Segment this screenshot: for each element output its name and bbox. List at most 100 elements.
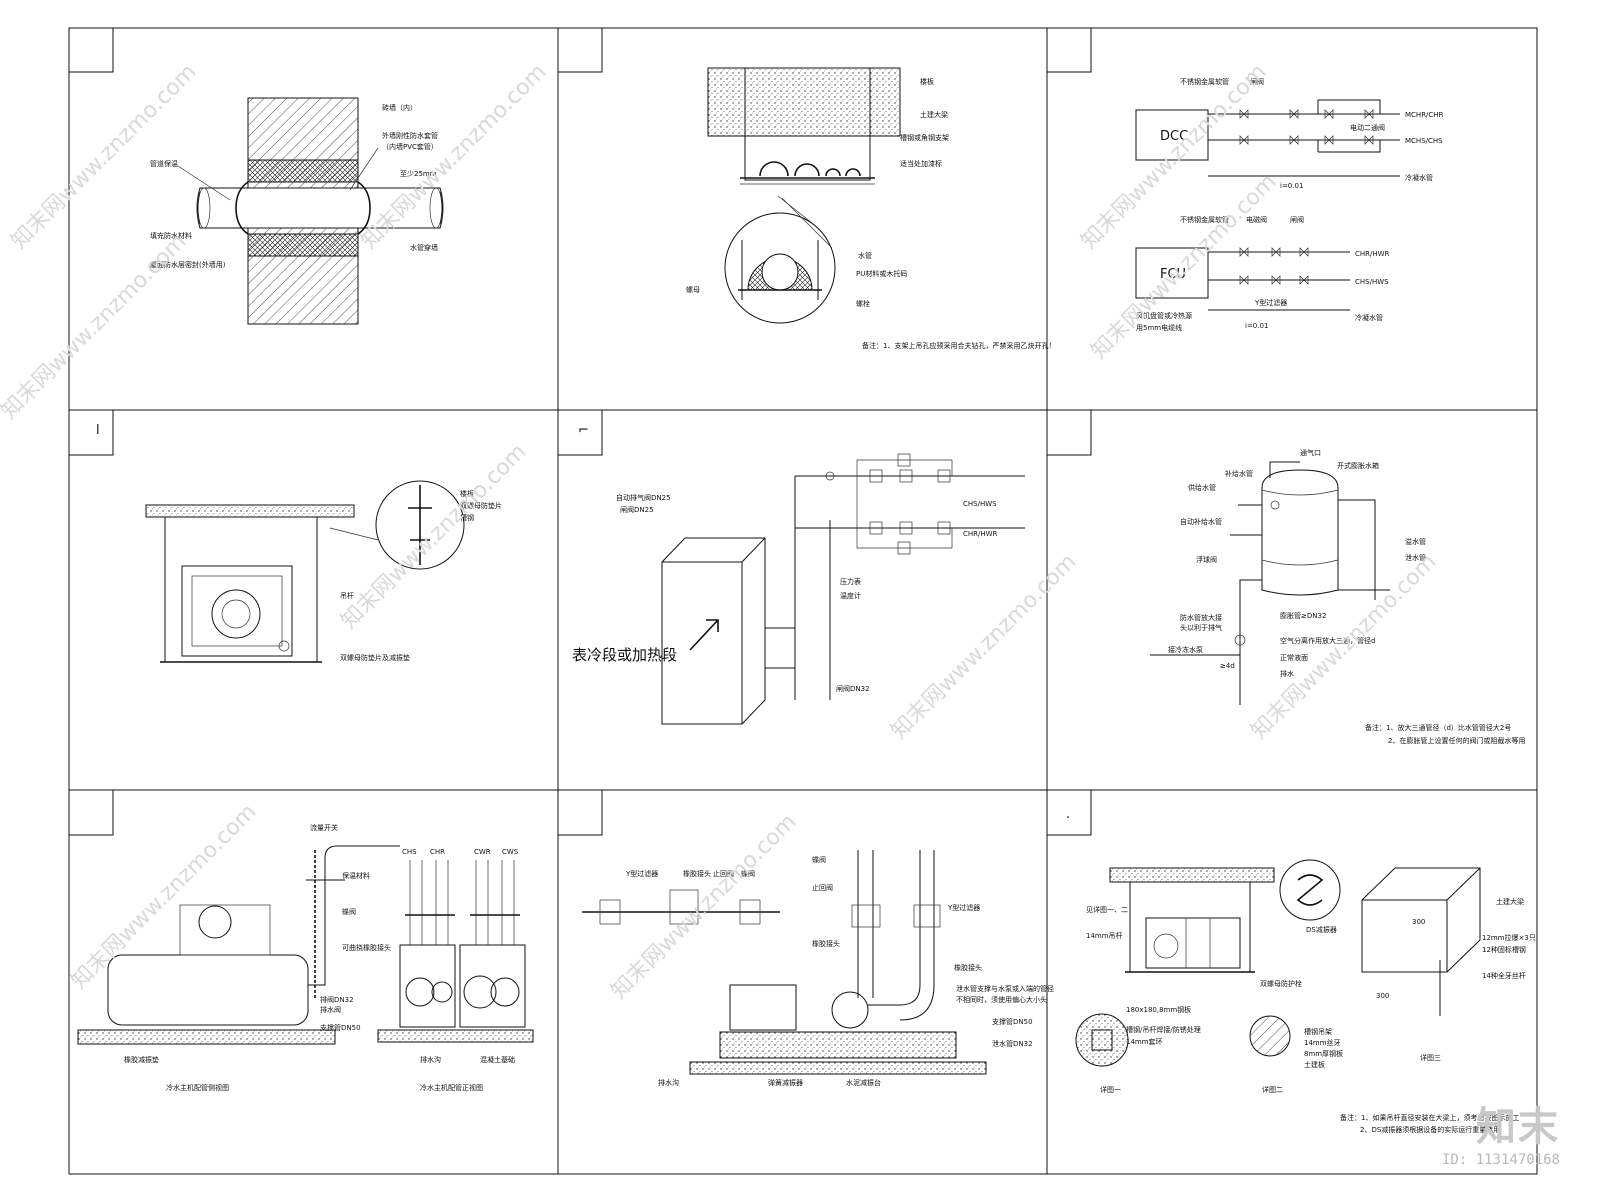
label: 弹簧减振器 — [768, 1078, 803, 1087]
note: 备注：1、支架上吊孔应预采用合夫钻孔，严禁采用乙炔开孔！ — [862, 341, 1055, 350]
watermark: 知末网www.znzmo.com — [887, 549, 1082, 744]
label: 空气分离作用放大三通，管径d — [1280, 636, 1375, 645]
label: 土建大梁 — [920, 110, 948, 119]
watermark: 知末网www.znzmo.com — [357, 59, 552, 254]
note: 备注：1、放大三通管径（d）比水管管径大2号 — [1365, 723, 1511, 732]
sheet-border — [68, 27, 1538, 1175]
label: 闸阀 — [1290, 215, 1304, 224]
label: 螺栓 — [856, 299, 870, 308]
label: 支撑管DN50 — [320, 1023, 361, 1032]
pipe-tag: CWS — [502, 848, 519, 856]
label: 止回阀 — [812, 883, 833, 892]
pipe-tag: CHR — [430, 848, 445, 856]
label: 8mm厚钢板 — [1304, 1049, 1343, 1058]
label: 楼板 — [460, 489, 474, 498]
panel-coil-piping: 自动排气阀DN25 闸阀DN25 CHS/HWS CHR/HWR 压力表 温度计… — [572, 453, 1025, 725]
label: 闸阀DN32 — [836, 684, 870, 693]
image-id: ID: 1131470168 — [1441, 1152, 1560, 1168]
watermark: 知末网www.znzmo.com — [1247, 549, 1442, 744]
label: Y型过滤器 — [947, 903, 980, 912]
label: ≥4d — [1220, 662, 1235, 670]
label: 风机盘管或冷热源 — [1136, 311, 1192, 320]
tag-panel5: ⌐ — [578, 423, 589, 438]
label: 补给水管 — [1225, 469, 1253, 478]
label: 自动排气阀DN25 — [616, 493, 671, 502]
label: 12mm拉爆×3只 — [1482, 933, 1536, 942]
label: 通气口 — [1300, 448, 1321, 457]
label: 槽钢或角钢支架 — [900, 133, 949, 142]
label: 槽钢/吊杆焊接/防锈处理 — [1126, 1025, 1201, 1034]
dimension: 300 — [1412, 918, 1425, 926]
watermark: 知末网www.znzmo.com — [7, 59, 202, 254]
panel-pump-piping: Y型过滤器 橡胶接头 止回阀 蝶阀 止回阀 蝶阀 橡胶接头 Y型过滤器 橡胶接头… — [582, 850, 1054, 1087]
label: 冷凝水管 — [1405, 173, 1433, 182]
label: 橡胶接头 — [683, 869, 711, 878]
panel-dcc-fcu: DCC FCU 不锈钢金属软管 闸阀 MCHR/CHR 电动二通阀 MCHS/C… — [1135, 77, 1444, 332]
label: 支撑管DN50 — [992, 1017, 1033, 1026]
label: 橡胶接头 — [812, 939, 840, 948]
panel-wall-sleeve: 管道保温 填充防水材料 屋面防水层密封(外墙用) 砖墙（内） 外墙刚性防水套管 … — [150, 97, 444, 325]
caption: 冷水主机配管侧视图 — [166, 1083, 229, 1092]
panel-chiller-piping: CHS CHR CWR CWS 流量开关 保温材料 蝶阀 可曲挠橡胶接头 排阀D… — [77, 823, 534, 1092]
label: 压力表 — [840, 577, 861, 586]
label: 防水管放大接 — [1180, 613, 1222, 622]
panel-ahu-hanger: 见详图一、二 14mm吊杆 DS减振器 土建大梁 12mm拉爆×3只 12种固标… — [1075, 859, 1536, 1134]
tag-panel4: l — [96, 423, 100, 438]
label: 见详图一、二 — [1086, 905, 1128, 914]
label: 14mm丝牙 — [1304, 1038, 1341, 1047]
label: 电动二通阀 — [1350, 123, 1385, 132]
pipe-tag: CWR — [474, 848, 491, 856]
brand-logo: 知末 — [1476, 1104, 1560, 1150]
label: 浮球阀 — [1196, 555, 1217, 564]
label: 排水 — [1280, 669, 1294, 678]
label: 闸阀 — [1250, 77, 1264, 86]
watermark: 知末网www.znzmo.com — [67, 799, 262, 994]
label: 电磁阀 — [1246, 215, 1267, 224]
label: CHR/HWR — [963, 530, 998, 538]
caption: 冷水主机配管正视图 — [420, 1083, 483, 1092]
label: 温度计 — [840, 591, 861, 600]
label: 供给水管 — [1188, 483, 1216, 492]
label: 外墙刚性防水套管 — [382, 131, 438, 140]
label: 双螺母防护栓 — [1260, 979, 1302, 988]
label: 螺母 — [686, 285, 700, 294]
label: 土建板 — [1304, 1060, 1325, 1069]
label: MCHR/CHR — [1405, 111, 1444, 119]
label: 土建大梁 — [1496, 897, 1524, 906]
label: 头以利于排气 — [1180, 623, 1222, 632]
label: 自动补给水管 — [1180, 517, 1222, 526]
label: 蝶阀 — [342, 907, 356, 916]
dcc-label: DCC — [1160, 129, 1188, 144]
label: 冷凝水管 — [1355, 313, 1383, 322]
label: 橡胶接头 — [954, 963, 982, 972]
label: 用5mm电缆线 — [1136, 323, 1182, 332]
label: CHS/HWS — [963, 500, 997, 508]
fcu-label: FCU — [1160, 267, 1186, 282]
label: 流量开关 — [310, 823, 338, 832]
caption: 详图二 — [1262, 1085, 1283, 1094]
note: 2、DS减振器须根据设备的实际运行重量选用 — [1360, 1125, 1500, 1134]
label: 泄水管 — [1405, 553, 1426, 562]
label: 蝶阀 — [741, 869, 755, 878]
label: MCHS/CHS — [1405, 137, 1443, 145]
label: 泄水管支撑与水泵或入端的管径 — [956, 984, 1054, 993]
label: 排水沟 — [420, 1055, 441, 1064]
label: i=0.01 — [1245, 322, 1268, 330]
label: 12种固标槽钢 — [1482, 945, 1526, 954]
label: 排水阀 — [320, 1005, 341, 1014]
label: 水管穿墙 — [410, 243, 438, 252]
label: 水管 — [858, 251, 872, 260]
label: 屋面防水层密封(外墙用) — [150, 260, 226, 269]
label: 止回阀 — [713, 869, 734, 878]
label: Y型过滤器 — [1254, 298, 1287, 307]
label: 混凝土基础 — [480, 1055, 515, 1064]
label: （内墙PVC套管） — [382, 142, 438, 151]
label: 闸阀DN25 — [620, 505, 654, 514]
label: 溢水管 — [1405, 537, 1426, 546]
label: PU材料或木托码 — [856, 269, 907, 278]
label: 橡胶减振垫 — [124, 1055, 159, 1064]
label: 双螺母防垫片 — [460, 501, 502, 510]
label: 吊杆 — [340, 591, 354, 600]
label: 槽钢 — [460, 513, 474, 522]
